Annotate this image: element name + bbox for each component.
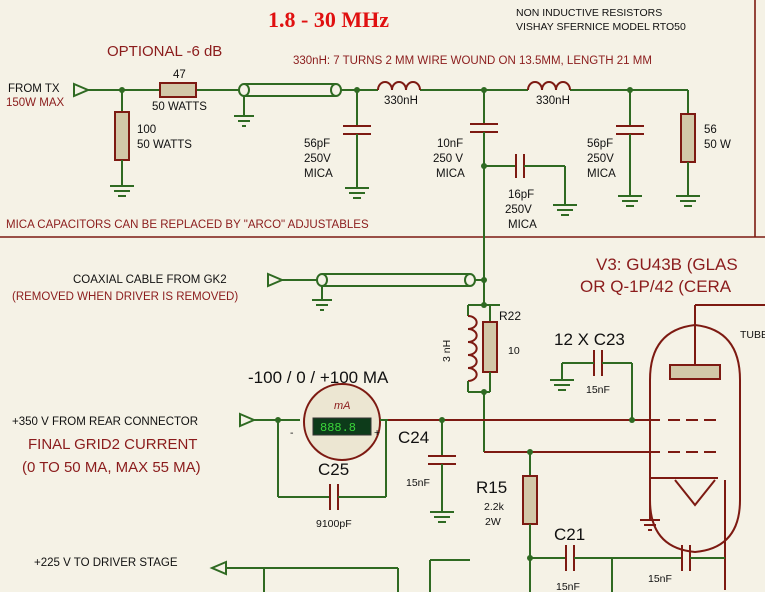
c4-voltage: 250V (587, 153, 614, 165)
grid2-current-range: (0 TO 50 MA, MAX 55 MA) (22, 459, 201, 476)
meter-minus: - (290, 427, 294, 439)
capacitor-c2-icon (470, 123, 498, 133)
from-tx-power: 150W MAX (6, 97, 64, 109)
capacitor-c25-icon (329, 484, 339, 510)
c3-voltage: 250V (505, 204, 532, 216)
series-resistor-power: 50 WATTS (152, 101, 207, 113)
capacitor-c23-icon (593, 350, 603, 376)
c4-value: 56pF (587, 138, 613, 150)
l2-label: 330nH (536, 95, 570, 107)
resistor-r15 (522, 475, 538, 525)
meter-unit: mA (334, 400, 351, 412)
l1-label: 330nH (384, 95, 418, 107)
milliammeter: mA 888.8 - + (290, 383, 381, 461)
c2-voltage: 250 V (433, 153, 463, 165)
r15-value: 2.2k (484, 501, 505, 513)
plus225-port-icon (209, 560, 227, 576)
load-resistor-value: 56 (704, 124, 717, 136)
shunt-resistor-power: 50 WATTS (137, 139, 192, 151)
shunt-resistor-100 (114, 111, 130, 161)
meter-display: 888.8 (320, 421, 356, 435)
c3-type: MICA (508, 219, 537, 231)
c23-count-label: 12 X C23 (554, 330, 625, 349)
capacitor-c4-icon (616, 125, 644, 135)
resistor-note-line1: NON INDUCTIVE RESISTORS (516, 7, 662, 19)
c1-value: 56pF (304, 138, 330, 150)
capacitor-extra-icon (681, 545, 691, 571)
series-resistor-value: 47 (173, 69, 186, 81)
frequency-title: 1.8 - 30 MHz (268, 7, 389, 32)
coax-port-icon (267, 272, 285, 288)
resistor-r22 (482, 321, 498, 373)
r15-label: R15 (476, 478, 507, 497)
c21-label: C21 (554, 525, 585, 544)
c21-value: 15nF (556, 581, 580, 592)
inductor-l1-icon (377, 81, 421, 91)
extra-cap-value: 15nF (648, 573, 672, 585)
plus350-label: +350 V FROM REAR CONNECTOR (12, 416, 198, 428)
c4-type: MICA (587, 168, 616, 180)
c24-value: 15nF (406, 477, 430, 489)
coax-removed-note: (REMOVED WHEN DRIVER IS REMOVED) (12, 291, 238, 303)
c2-type: MICA (436, 168, 465, 180)
c25-label: C25 (318, 460, 349, 479)
inductor-spec-note: 330nH: 7 TURNS 2 MM WIRE WOUND ON 13.5MM… (293, 55, 652, 67)
capacitor-c21-icon (565, 545, 575, 571)
capacitor-c24-icon (428, 455, 456, 465)
from-tx-label: FROM TX (8, 83, 60, 95)
from-tx-port-icon (73, 82, 91, 98)
coax-from-gk2-label: COAXIAL CABLE FROM GK2 (73, 274, 227, 286)
coax-cable-icon (232, 83, 342, 127)
meter-range-label: -100 / 0 / +100 MA (248, 368, 389, 387)
c23-value: 15nF (586, 384, 610, 396)
meter-plus: + (374, 427, 380, 439)
grid2-current-title: FINAL GRID2 CURRENT (28, 436, 197, 453)
load-resistor-power: 50 W (704, 139, 731, 151)
r22-value: 10 (508, 345, 520, 357)
inductor-l2-icon (527, 81, 571, 91)
r22-label: R22 (499, 309, 521, 323)
c25-value: 9100pF (316, 518, 352, 530)
tube-envelope-icon (640, 304, 765, 590)
c2-value: 10nF (437, 138, 463, 150)
input-section-border (0, 0, 765, 238)
resistor-note-line2: VISHAY SFERNICE MODEL RTO50 (516, 21, 686, 33)
capacitor-c3-icon (515, 154, 525, 178)
tube-heading-line2: OR Q-1P/42 (CERA (580, 277, 732, 296)
plus225-label: +225 V TO DRIVER STAGE (34, 557, 178, 569)
r15-power: 2W (485, 516, 501, 528)
optional-attenuator-label: OPTIONAL -6 dB (107, 43, 222, 60)
load-resistor-56 (680, 113, 696, 163)
shunt-resistor-value: 100 (137, 124, 156, 136)
tube-heading-line1: V3: GU43B (GLAS (596, 255, 738, 274)
c24-label: C24 (398, 428, 429, 447)
mica-note: MICA CAPACITORS CAN BE REPLACED BY "ARCO… (6, 219, 369, 231)
series-resistor-47 (159, 82, 197, 98)
inductor-3nh-label: 3 nH (441, 340, 453, 362)
c1-type: MICA (304, 168, 333, 180)
inductor-3nh-icon (467, 315, 478, 382)
plus350-port-icon (239, 412, 257, 428)
tube-label: TUBE (740, 329, 765, 341)
c1-voltage: 250V (304, 153, 331, 165)
coax-cable-gk2-icon (312, 273, 484, 311)
ground-icon (110, 185, 134, 197)
capacitor-c1-icon (343, 125, 371, 135)
c3-value: 16pF (508, 189, 534, 201)
